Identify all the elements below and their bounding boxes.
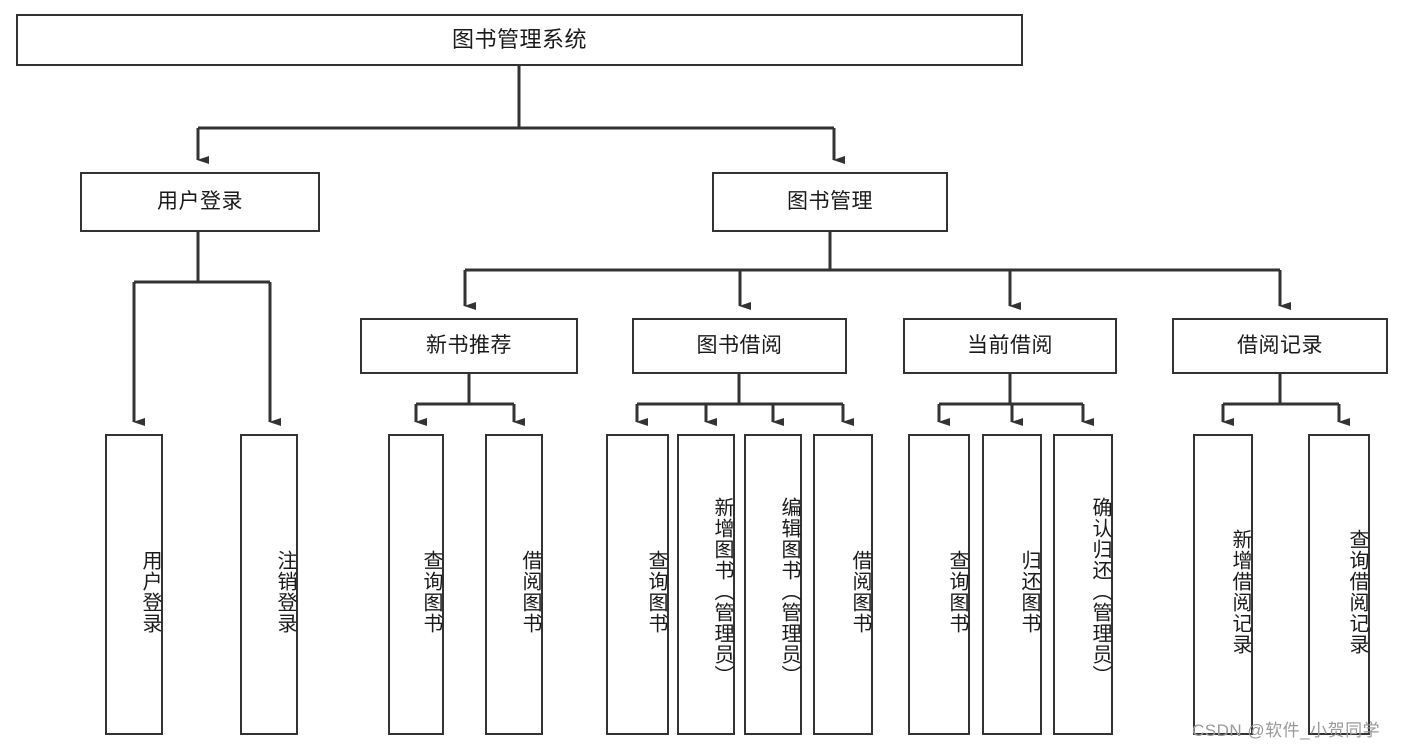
leaf-borrow-book-newbook[interactable]: 借阅图书 <box>485 434 543 735</box>
csdn-watermark: CSDN @软件_小贺同学 <box>1192 721 1381 740</box>
node-root-system[interactable]: 图书管理系统 <box>16 14 1023 66</box>
node-new-book-recommend[interactable]: 新书推荐 <box>360 318 578 374</box>
leaf-add-book-admin[interactable]: 新增图书（管理员） <box>677 434 735 735</box>
node-book-management[interactable]: 图书管理 <box>712 172 948 232</box>
leaf-edit-book-admin[interactable]: 编辑图书（管理员） <box>744 434 802 735</box>
leaf-query-book-current[interactable]: 查询图书 <box>908 434 970 735</box>
leaf-query-book-borrow[interactable]: 查询图书 <box>606 434 669 735</box>
leaf-borrow-book[interactable]: 借阅图书 <box>813 434 873 735</box>
node-user-login[interactable]: 用户登录 <box>80 172 320 232</box>
leaf-user-logout[interactable]: 注销登录 <box>240 434 298 735</box>
leaf-query-book-newbook[interactable]: 查询图书 <box>388 434 444 735</box>
node-current-borrow[interactable]: 当前借阅 <box>903 318 1117 374</box>
leaf-user-login[interactable]: 用户登录 <box>105 434 163 735</box>
leaf-query-borrow-record[interactable]: 查询借阅记录 <box>1308 434 1370 735</box>
node-borrow-record[interactable]: 借阅记录 <box>1172 318 1388 374</box>
leaf-confirm-return-admin[interactable]: 确认归还（管理员） <box>1053 434 1113 735</box>
leaf-return-book[interactable]: 归还图书 <box>982 434 1042 735</box>
node-book-borrow[interactable]: 图书借阅 <box>632 318 847 374</box>
leaf-add-borrow-record[interactable]: 新增借阅记录 <box>1193 434 1253 735</box>
